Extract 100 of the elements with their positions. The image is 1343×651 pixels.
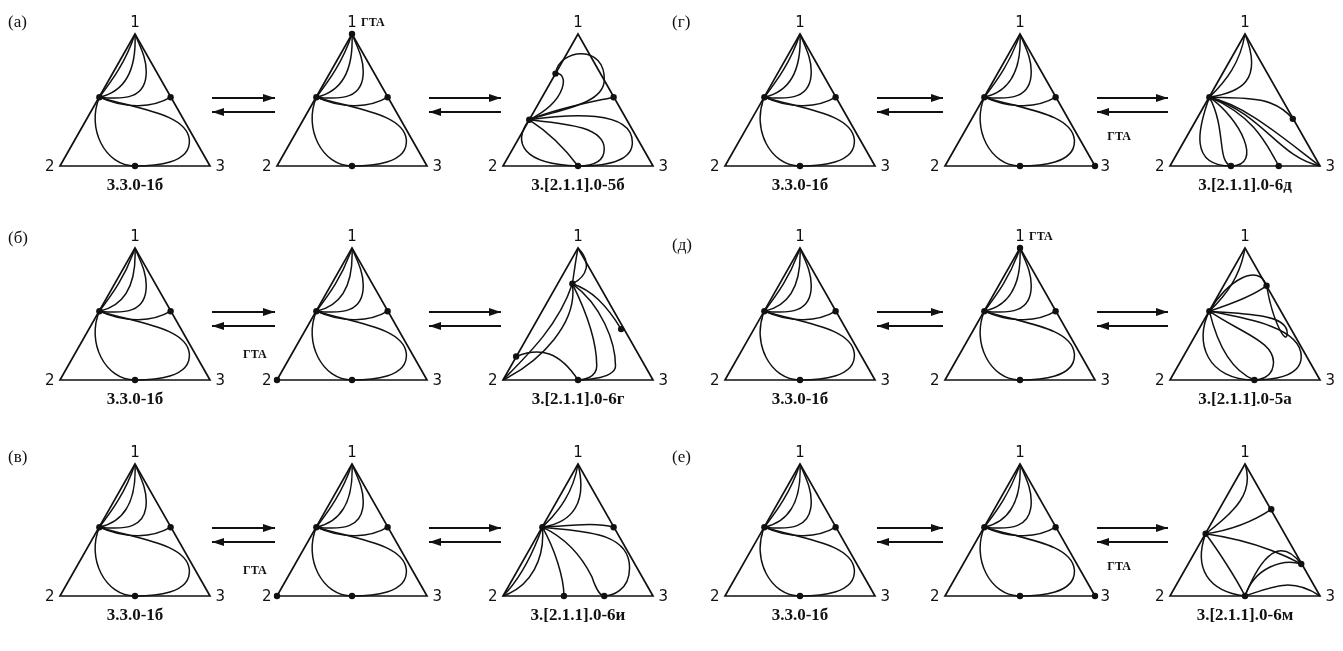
vertex-label: 2 <box>930 373 940 388</box>
vertex-label: 2 <box>262 373 272 388</box>
diagram-caption: 3.[2.1.1].0-6г <box>531 389 625 409</box>
vertex-label: 3 <box>658 159 668 174</box>
vertex-label: 1 <box>1240 445 1250 460</box>
arrow <box>211 94 276 102</box>
vertex-label: 3 <box>1325 589 1335 604</box>
vertex-label: 3 <box>658 373 668 388</box>
vertex-label: 2 <box>262 589 272 604</box>
vertex-label: 1 <box>573 229 583 244</box>
arrow <box>1096 538 1169 546</box>
vertex-label: 1 <box>795 15 805 30</box>
arrow <box>1096 524 1169 532</box>
vertex-label: 1 <box>347 15 357 30</box>
vertex-label: 1 <box>573 15 583 30</box>
arrow <box>1096 108 1169 116</box>
arrow <box>211 538 276 546</box>
vertex-label: 3 <box>215 373 225 388</box>
vertex-label: 3 <box>880 589 890 604</box>
vertex-label: 3 <box>432 159 442 174</box>
vertex-label: 2 <box>1155 373 1165 388</box>
vertex-label: 3 <box>1100 589 1110 604</box>
point-label: ГТА <box>243 563 267 578</box>
vertex-label: 2 <box>45 373 55 388</box>
vertex-label: 1 <box>130 445 140 460</box>
arrow <box>1096 308 1169 316</box>
arrow <box>428 308 502 316</box>
diagram-caption: 3.[2.1.1].0-5а <box>1198 389 1292 409</box>
point-label: ГТА <box>1029 229 1053 244</box>
vertex-label: 2 <box>45 159 55 174</box>
arrow <box>876 94 944 102</box>
vertex-label: 1 <box>1015 15 1025 30</box>
vertex-label: 1 <box>347 445 357 460</box>
vertex-label: 3 <box>432 373 442 388</box>
arrow <box>428 524 502 532</box>
diagram-caption: 3.3.0-1б <box>771 175 829 195</box>
arrow <box>876 538 944 546</box>
arrow <box>428 108 502 116</box>
vertex-label: 1 <box>130 15 140 30</box>
vertex-label: 2 <box>710 589 720 604</box>
diagram-caption: 3.3.0-1б <box>106 175 164 195</box>
vertex-label: 3 <box>1100 373 1110 388</box>
vertex-label: 2 <box>262 159 272 174</box>
arrow <box>876 322 944 330</box>
diagram-caption: 3.[2.1.1].0-6м <box>1196 605 1294 625</box>
vertex-label: 2 <box>1155 159 1165 174</box>
vertex-label: 1 <box>1015 229 1025 244</box>
arrow <box>211 308 276 316</box>
vertex-label: 1 <box>795 445 805 460</box>
vertex-label: 2 <box>930 159 940 174</box>
diagram-caption: 3.3.0-1б <box>771 605 829 625</box>
panel-label: (е) <box>672 447 691 467</box>
arrow <box>428 322 502 330</box>
panel-label: (а) <box>8 12 27 32</box>
vertex-label: 1 <box>1240 15 1250 30</box>
vertex-label: 2 <box>930 589 940 604</box>
vertex-label: 3 <box>215 589 225 604</box>
diagram-caption: 3.3.0-1б <box>106 389 164 409</box>
vertex-label: 2 <box>488 589 498 604</box>
vertex-label: 2 <box>710 373 720 388</box>
panel-label: (в) <box>8 447 28 467</box>
point-label: ГТА <box>1107 559 1131 574</box>
vertex-label: 2 <box>488 159 498 174</box>
point-label: ГТА <box>361 15 385 30</box>
vertex-label: 2 <box>488 373 498 388</box>
vertex-label: 3 <box>880 373 890 388</box>
vertex-label: 3 <box>1325 373 1335 388</box>
vertex-label: 3 <box>1325 159 1335 174</box>
vertex-label: 1 <box>347 229 357 244</box>
arrow <box>1096 322 1169 330</box>
arrow <box>211 322 276 330</box>
vertex-label: 1 <box>130 229 140 244</box>
vertex-label: 2 <box>710 159 720 174</box>
arrow <box>1096 94 1169 102</box>
diagram-caption: 3.[2.1.1].0-5б <box>531 175 625 195</box>
arrow <box>876 524 944 532</box>
panel-label: (б) <box>8 228 28 248</box>
vertex-label: 2 <box>45 589 55 604</box>
panel-label: (д) <box>672 235 692 255</box>
diagram-caption: 3.[2.1.1].0-6и <box>530 605 626 625</box>
diagram-caption: 3.3.0-1б <box>771 389 829 409</box>
arrow <box>876 308 944 316</box>
vertex-label: 3 <box>1100 159 1110 174</box>
arrow <box>428 538 502 546</box>
panel-label: (г) <box>672 12 691 32</box>
vertex-label: 1 <box>795 229 805 244</box>
vertex-label: 2 <box>1155 589 1165 604</box>
point-label: ГТА <box>1107 129 1131 144</box>
diagram-caption: 3.[2.1.1].0-6д <box>1198 175 1292 195</box>
arrow <box>211 524 276 532</box>
vertex-label: 3 <box>658 589 668 604</box>
diagram-caption: 3.3.0-1б <box>106 605 164 625</box>
vertex-label: 3 <box>880 159 890 174</box>
vertex-label: 3 <box>432 589 442 604</box>
vertex-label: 3 <box>215 159 225 174</box>
arrow <box>428 94 502 102</box>
vertex-label: 1 <box>1240 229 1250 244</box>
point-label: ГТА <box>243 347 267 362</box>
arrow <box>876 108 944 116</box>
vertex-label: 1 <box>573 445 583 460</box>
